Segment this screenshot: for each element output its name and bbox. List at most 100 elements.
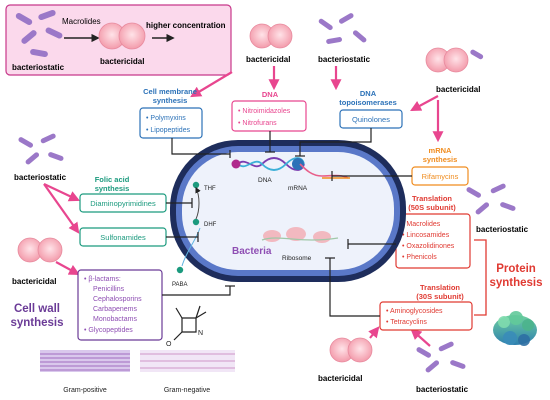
paba-label: PABA — [172, 282, 188, 288]
dna-helix-icon — [231, 157, 305, 171]
50s-title-1: Translation — [412, 194, 452, 203]
protein-title-2: synthesis — [489, 277, 542, 289]
30s-title-1: Translation — [420, 283, 460, 292]
cytoplasm — [182, 152, 394, 270]
macrolides-drug-label: • Macrolides — [402, 221, 441, 228]
sulfonamides-label: Sulfonamides — [100, 233, 146, 242]
top-bacteriostatic-label: bacteriostatic — [12, 63, 65, 72]
bacterium-icon — [37, 237, 63, 263]
folic-title-1: Folic acid — [95, 175, 130, 184]
50s-title-2: (50S subunit) — [408, 203, 456, 212]
inhibit-topo — [299, 128, 372, 156]
penicillins-label: Penicillins — [93, 286, 125, 293]
bactericidal-30s-label: bactericidal — [318, 374, 362, 383]
glycopeptides-label: • Glycopeptides — [84, 327, 133, 334]
beta-lactam-n-label: N — [198, 330, 203, 337]
mrna-title-2: synthesis — [423, 155, 458, 164]
mrna-cell-label: mRNA — [288, 185, 308, 192]
topo-title-1: DNA — [360, 89, 377, 98]
higher-concentration-label: higher concentration — [146, 21, 226, 30]
cell-membrane-target: Cell membrane synthesis • Polymyxins • L… — [139, 87, 203, 139]
inhibit-membrane — [171, 138, 230, 155]
top-bactericidal-label: bactericidal — [100, 57, 144, 66]
cell-membrane-title-1: Cell membrane — [143, 87, 197, 96]
cell-membrane-title-2: synthesis — [153, 96, 188, 105]
dhf-label: DHF — [204, 222, 217, 228]
polymyxins-label: • Polymyxins — [146, 115, 186, 122]
dna-target: DNA • Nitroimidazoles • Nitrofurans — [231, 90, 307, 132]
macrolides-info-box: Macrolides higher concentration bacterio… — [5, 4, 232, 76]
ribosomes-icon — [261, 227, 339, 243]
cell-wall-title-2: synthesis — [10, 317, 63, 329]
macrolides-label: Macrolides — [62, 17, 101, 26]
bacteriostatic-50s-group: bacteriostatic — [466, 183, 529, 234]
cephalosporins-label: Cephalosporins — [93, 296, 142, 303]
tetracyclins-label: • Tetracyclins — [386, 319, 427, 326]
translation-30s-target: Translation (30S subunit) • Aminoglycosi… — [379, 283, 473, 331]
gram-positive-wall-icon — [40, 350, 130, 372]
nitroimidazoles-label: • Nitroimidazoles — [238, 108, 291, 115]
paba-dot — [176, 266, 184, 274]
folic-title-2: synthesis — [95, 184, 130, 193]
lipopeptides-label: • Lipopeptides — [146, 127, 191, 134]
arrow-30s-cidal — [368, 326, 380, 339]
cell-wall-box — [77, 269, 163, 341]
dividing-bacterium-icon — [98, 22, 146, 50]
thf-label: THF — [204, 186, 216, 192]
mrna-title-1: mRNA — [429, 146, 453, 155]
inhibition-lines — [162, 128, 412, 317]
folic-acid-target: Folic acid synthesis Diaminopyrimidines … — [79, 175, 167, 247]
bacteria-label: Bacteria — [232, 246, 272, 257]
gram-positive-label: Gram-positive — [63, 387, 107, 394]
dna-box — [231, 100, 307, 132]
phenicols-label: • Phenicols — [402, 254, 437, 261]
quinolones-label: Quinolones — [352, 115, 390, 124]
dna-topoisomerases-target: DNA topoisomerases Quinolones — [339, 89, 403, 129]
bactericidal-mrna-label: bactericidal — [436, 85, 480, 94]
oxazolidinones-label: • Oxazolidinones — [402, 243, 455, 250]
bacteriostatic-30s-label: bacteriostatic — [416, 385, 469, 394]
mrna-target: mRNA synthesis Rifamycins — [411, 146, 469, 186]
bacteriostatic-folic-label: bacteriostatic — [14, 173, 67, 182]
bacteriostatic-50s-label: bacteriostatic — [476, 225, 529, 234]
inhibit-cell-wall — [162, 286, 231, 296]
bactericidal-cellwall-group: bactericidal — [12, 237, 63, 286]
bactericidal-mrna-group: bactericidal — [425, 47, 484, 94]
bactericidal-dna-group: bactericidal — [246, 23, 293, 64]
protein-bracket — [474, 239, 487, 316]
rifamycins-label: Rifamycins — [422, 172, 459, 181]
nitrofurans-label: • Nitrofurans — [238, 120, 277, 127]
arrow-sulfonamides — [43, 183, 80, 234]
cell-wall-target: • β-lactams: Penicillins Cephalosporins … — [10, 269, 163, 341]
central-bacterium: Bacteria DNA mRNA Ribosome THF DHF — [170, 140, 406, 282]
gram-negative-wall-icon — [140, 350, 235, 372]
diaminopyrimidines-label: Diaminopyrimidines — [90, 199, 156, 208]
bacteriostatic-30s-group: bacteriostatic — [416, 341, 469, 394]
bacterium-icon — [347, 337, 373, 363]
arrow-30s-static — [410, 328, 431, 347]
effect-arrows — [43, 66, 471, 347]
ribosome-label: Ribosome — [282, 255, 312, 262]
aminoglycosides-label: • Aminoglycosides — [386, 308, 443, 315]
bactericidal-30s-group: bactericidal — [318, 337, 373, 383]
beta-lactam-structure-icon — [173, 305, 207, 341]
cell-wall-title-1: Cell wall — [14, 303, 60, 315]
topo-title-2: topoisomerases — [339, 98, 397, 107]
arrow-cell-membrane — [190, 71, 233, 98]
dna-cell-label: DNA — [258, 177, 272, 184]
arrow-cell-wall — [55, 261, 80, 276]
carbapenems-label: Carbapenems — [93, 306, 137, 313]
bacteriostatic-rods-icon — [15, 9, 63, 58]
bactericidal-cellwall-label: bactericidal — [12, 277, 56, 286]
monobactams-label: Monobactams — [93, 316, 137, 323]
folate-pathway-icon — [192, 181, 201, 226]
translation-50s-target: Translation (50S subunit) • Macrolides •… — [395, 194, 471, 269]
arrow-diaminopyrimidines — [43, 183, 80, 202]
arrow-topo-2 — [410, 95, 439, 112]
beta-lactam-o-label: O — [166, 341, 172, 348]
protein-synthesis-group: Protein synthesis — [474, 239, 543, 346]
bacterium-icon — [267, 23, 293, 49]
dna-title: DNA — [262, 90, 279, 99]
protein-title-1: Protein — [496, 263, 536, 275]
